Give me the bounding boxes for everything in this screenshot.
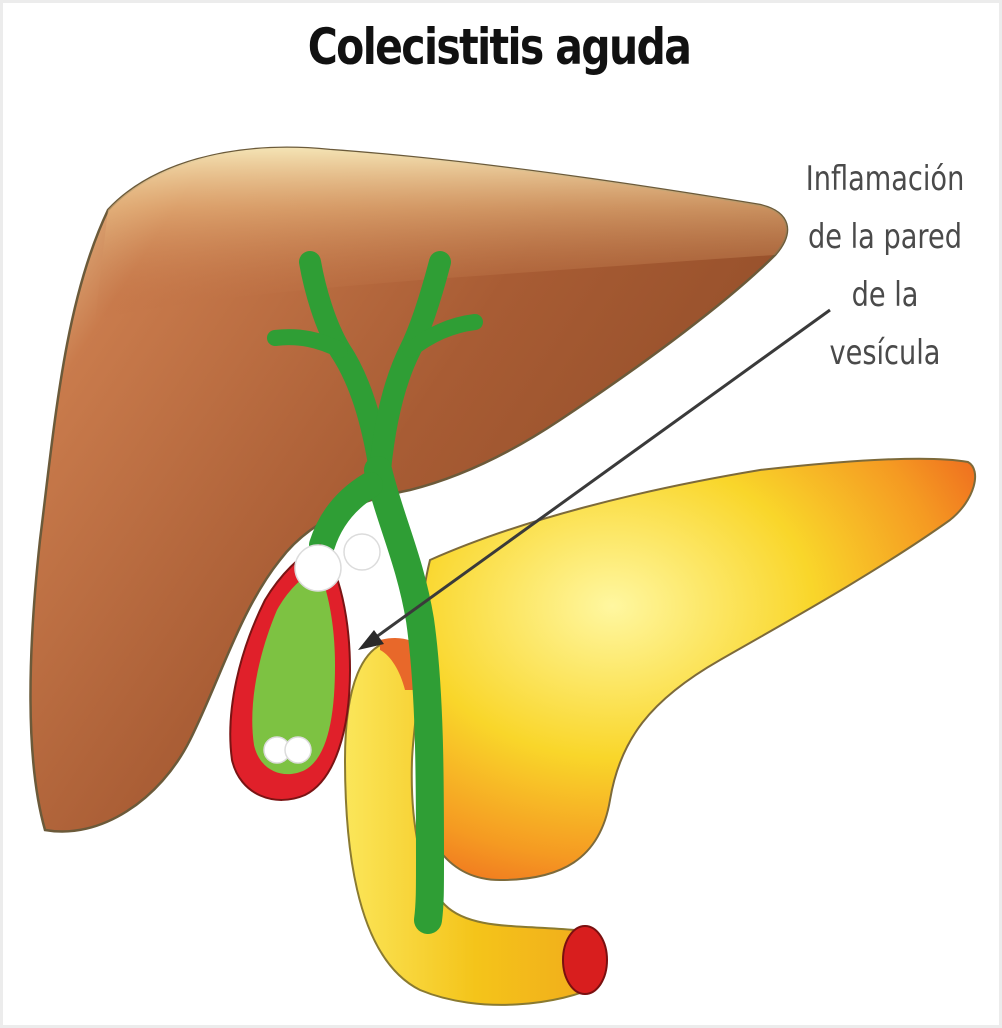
annotation-line: Inflamación	[793, 150, 977, 208]
annotation-label: Inflamación de la pared de la vesícula	[793, 150, 977, 382]
annotation-line: de la	[793, 266, 977, 324]
annotation-line: de la pared	[793, 208, 977, 266]
annotation-line: vesícula	[793, 324, 977, 382]
pancreas	[417, 459, 975, 880]
figure-title: Colecistitis aguda	[88, 18, 910, 76]
